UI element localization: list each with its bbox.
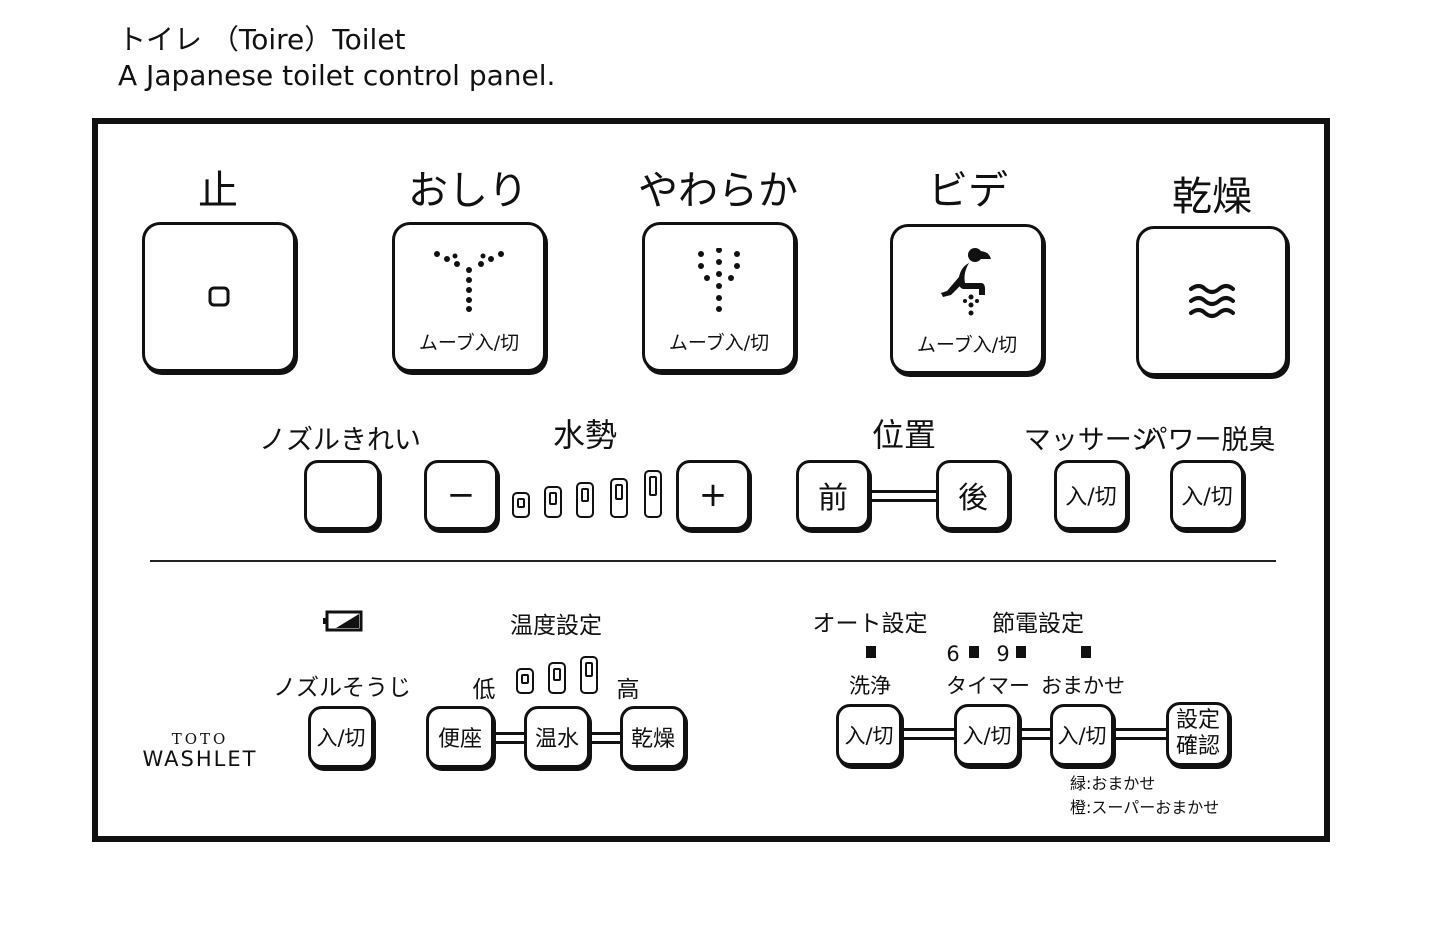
water-temp-label: 温水 <box>534 727 579 752</box>
dry-button[interactable] <box>1136 226 1288 376</box>
nozzle-clean-button[interactable] <box>304 460 380 530</box>
pressure-level-4 <box>610 478 628 518</box>
temp-high-label: 高 <box>616 677 640 703</box>
brand-line2: WASHLET <box>142 747 258 771</box>
massage-button[interactable]: 入/切 <box>1054 460 1128 530</box>
massage-button-label: 入/切 <box>1065 485 1117 510</box>
position-back-button[interactable]: 後 <box>936 460 1010 530</box>
toto-washlet-logo: TOTO WASHLET <box>138 730 262 770</box>
auto-wash-button[interactable]: 入/切 <box>836 704 902 766</box>
panel-divider <box>150 560 1276 562</box>
deodorize-button[interactable]: 入/切 <box>1170 460 1244 530</box>
temp-level-3 <box>580 656 598 694</box>
soft-wash-button[interactable]: ムーブ入/切 <box>642 222 796 372</box>
pressure-minus-button[interactable]: − <box>424 460 498 530</box>
temp-level-1 <box>516 668 534 694</box>
control-panel: 止 おしり やわらか ビデ 乾燥 ムーブ入/切 <box>92 118 1330 842</box>
rear-spray-icon <box>434 251 504 312</box>
timer-6-led <box>969 646 979 658</box>
position-connector <box>870 490 936 502</box>
dryer-temp-label: 乾燥 <box>630 727 675 752</box>
nozzle-wash-button[interactable]: 入/切 <box>308 706 374 768</box>
power-save-label: 節電設定 <box>992 611 1084 637</box>
battery-icon <box>323 610 363 632</box>
note-green: 緑:おまかせ <box>1070 774 1156 793</box>
omakase-label: おまかせ <box>1041 674 1125 698</box>
auto-wash-button-label: 入/切 <box>844 724 894 748</box>
rear-wash-button[interactable]: ムーブ入/切 <box>392 222 546 372</box>
temp-level-2 <box>548 662 566 694</box>
plus-label: + <box>698 475 728 515</box>
water-temp-button[interactable]: 温水 <box>524 706 590 768</box>
note-orange: 橙:スーパーおまかせ <box>1070 798 1220 817</box>
timer-9-label: 9 <box>996 642 1010 666</box>
pressure-level-5 <box>644 470 662 518</box>
pressure-level-3 <box>576 482 594 518</box>
caption-subtitle: A Japanese toilet control panel. <box>118 59 556 92</box>
soft-wash-move-label: ムーブ入/切 <box>668 332 770 354</box>
front-label: 前 <box>818 481 848 516</box>
bidet-label: ビデ <box>928 168 1008 214</box>
position-label: 位置 <box>871 416 937 454</box>
timer-button[interactable]: 入/切 <box>954 704 1020 766</box>
rear-wash-label: おしり <box>408 168 528 214</box>
nozzle-wash-label: ノズルそうじ <box>273 675 411 701</box>
confirm-line2: 確認 <box>1175 734 1220 759</box>
soft-wash-label: やわらか <box>638 168 798 214</box>
dryer-waves-icon <box>1189 284 1235 318</box>
pressure-level-2 <box>544 486 562 518</box>
seat-temp-label: 便座 <box>437 727 482 752</box>
dry-label: 乾燥 <box>1172 174 1252 220</box>
nozzle-clean-label: ノズルきれい <box>259 425 421 456</box>
position-front-button[interactable]: 前 <box>796 460 870 530</box>
caption-title: トイレ （Toire）Toilet <box>118 23 406 56</box>
temp-low-label: 低 <box>472 677 496 703</box>
auto-setting-label: オート設定 <box>812 611 928 637</box>
auto-wash-led <box>866 646 876 658</box>
seat-temp-button[interactable]: 便座 <box>426 706 494 768</box>
deodorize-label: パワー脱臭 <box>1140 425 1276 456</box>
auto-connector-2 <box>1020 728 1050 740</box>
nozzle-wash-button-label: 入/切 <box>316 726 366 750</box>
brand-line1: TOTO <box>171 730 229 748</box>
timer-6-label: 6 <box>946 642 960 666</box>
timer-9-led <box>1016 646 1026 658</box>
rear-wash-move-label: ムーブ入/切 <box>418 332 520 354</box>
bidet-button[interactable]: ムーブ入/切 <box>890 224 1044 374</box>
omakase-button[interactable]: 入/切 <box>1050 704 1114 766</box>
pressure-plus-button[interactable]: + <box>676 460 750 530</box>
soft-spray-icon <box>698 248 740 312</box>
temp-connector-2 <box>590 732 620 744</box>
timer-button-label: 入/切 <box>962 724 1012 748</box>
pressure-level-1 <box>512 492 530 518</box>
dryer-temp-button[interactable]: 乾燥 <box>620 706 686 768</box>
bidet-person-icon <box>941 248 991 316</box>
confirm-settings-button[interactable]: 設定 確認 <box>1166 702 1230 766</box>
temperature-label: 温度設定 <box>510 613 602 639</box>
bidet-move-label: ムーブ入/切 <box>916 334 1018 356</box>
timer-label: タイマー <box>946 674 1030 698</box>
back-label: 後 <box>958 481 988 516</box>
stop-button[interactable] <box>142 222 296 372</box>
auto-connector-3 <box>1114 728 1166 740</box>
omakase-led <box>1081 646 1091 658</box>
confirm-line1: 設定 <box>1175 708 1220 733</box>
minus-label: − <box>446 475 476 515</box>
auto-connector-1 <box>902 728 954 740</box>
omakase-button-label: 入/切 <box>1057 724 1107 748</box>
stop-square-icon <box>208 286 230 307</box>
pressure-label: 水勢 <box>552 416 618 454</box>
temp-connector-1 <box>494 732 524 744</box>
stop-label: 止 <box>198 168 238 214</box>
auto-wash-label: 洗浄 <box>849 674 891 698</box>
deodorize-button-label: 入/切 <box>1181 485 1233 510</box>
massage-label: マッサージ <box>1023 425 1159 456</box>
